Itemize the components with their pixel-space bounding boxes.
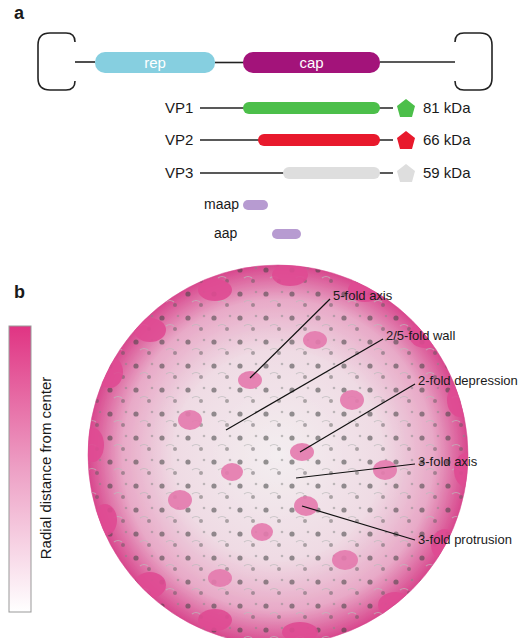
maap-bar [243, 200, 268, 210]
pentagon-symbol [397, 99, 415, 117]
protein-name: VP3 [165, 165, 193, 182]
capsid-surface [82, 264, 478, 638]
leader-line [300, 384, 415, 452]
color-scale-bar [9, 326, 31, 612]
genome-line [380, 61, 455, 63]
axis-title: Radial distance from center [38, 377, 55, 560]
panel-letter: a [14, 4, 24, 24]
gene-name: rep [144, 55, 166, 70]
itr-hairpin [455, 33, 492, 90]
pentagon-symbol [397, 164, 415, 182]
gene-box: rep [95, 52, 215, 73]
protein-name: VP1 [165, 100, 193, 117]
callout-text: 3-fold protrusion [418, 533, 512, 547]
leader-line [296, 464, 415, 478]
protein-name: aap [214, 226, 237, 241]
orf-tracks [200, 99, 415, 239]
genome-line [215, 62, 243, 63]
pentagon-symbol [397, 131, 415, 149]
genome-backbone [38, 33, 492, 90]
itr-hairpin [38, 33, 75, 90]
leader-line [302, 506, 415, 540]
mass-label: 59 kDa [423, 165, 471, 182]
leader-line [250, 299, 330, 378]
panel-letter: b [14, 283, 25, 303]
callout-text: 5-fold axis [333, 289, 392, 303]
genome-line [75, 61, 95, 63]
protein-name: VP2 [165, 132, 193, 149]
callout-text: 3-fold axis [418, 455, 477, 469]
gene-box: cap [243, 52, 380, 73]
protein-name: maap [204, 197, 239, 212]
vp3-bar [283, 167, 380, 179]
callout-text: 2-fold depression [418, 374, 518, 388]
callout-text: 2/5-fold wall [386, 329, 455, 343]
aap-bar [272, 229, 301, 239]
mass-label: 81 kDa [423, 100, 471, 117]
gene-name: cap [299, 55, 323, 70]
vp2-bar [258, 134, 380, 146]
vp1-bar [243, 102, 380, 114]
mass-label: 66 kDa [423, 132, 471, 149]
